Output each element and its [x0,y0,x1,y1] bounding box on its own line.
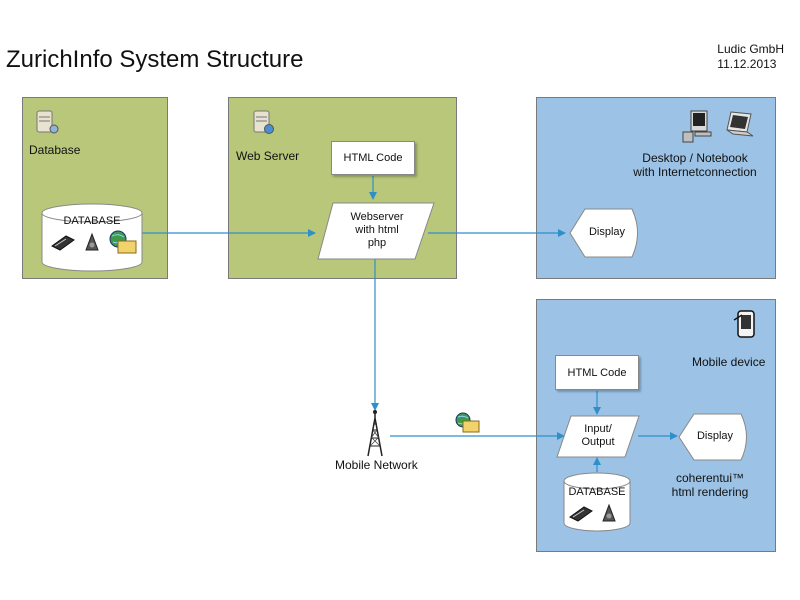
notebook-icon [726,111,754,137]
mobile-html-code-box: HTML Code [555,355,639,390]
mobile-display-shape [678,413,747,461]
scanner-icon [51,235,75,251]
connectors [142,176,678,472]
desktop-panel [536,97,776,279]
document-meta: Ludic GmbH 11.12.2013 [717,42,784,72]
input-output-parallelogram [556,415,640,458]
input-output-line-2: Output [581,436,615,448]
mobile-display-label: Display [696,430,734,442]
desktop-computer-icon [682,110,712,143]
webserver-html-code-box: HTML Code [331,141,415,175]
desktop-label-line-2: with Internetconnection [633,165,757,179]
webserver-line-1: Webserver [350,211,404,223]
speaker-icon [602,503,616,522]
document-date: 11.12.2013 [717,57,777,71]
mobile-network-label: Mobile Network [335,458,418,472]
speaker-icon [85,232,99,251]
globe-folder-icon [455,412,480,433]
input-output-line-1: Input/ [584,423,612,435]
antenna-tower-icon [367,410,383,457]
mobile-database-cylinder-label: DATABASE [568,486,626,498]
webserver-panel-label: Web Server [236,149,300,163]
desktop-display-label: Display [588,226,626,238]
webserver-parallelogram [317,202,435,260]
desktop-label-line-1: Desktop / Notebook [642,151,748,165]
server-icon [253,110,274,134]
mobile-phone-icon [733,310,755,338]
database-panel-label: Database [29,143,81,157]
input-output-label: Input/ Output [562,423,634,449]
desktop-display-shape [569,208,638,258]
server-icon [36,110,59,134]
mobile-panel-label: Mobile device [692,355,766,369]
rendering-label: coherentui™ html rendering [655,471,765,499]
company-name: Ludic GmbH [717,42,784,56]
scanner-icon [569,506,593,522]
page-title: ZurichInfo System Structure [6,46,304,73]
webserver-line-3: php [367,237,387,249]
desktop-panel-label: Desktop / Notebook with Internetconnecti… [620,151,770,179]
mobile-database-cylinder [563,472,631,532]
webserver-process-label: Webserver with html php [330,211,424,250]
rendering-line-2: html rendering [671,485,749,499]
database-cylinder-label: DATABASE [63,215,121,227]
rendering-line-1: coherentui™ [675,471,745,485]
globe-folder-icon [109,230,137,254]
webserver-line-2: with html [355,224,399,236]
